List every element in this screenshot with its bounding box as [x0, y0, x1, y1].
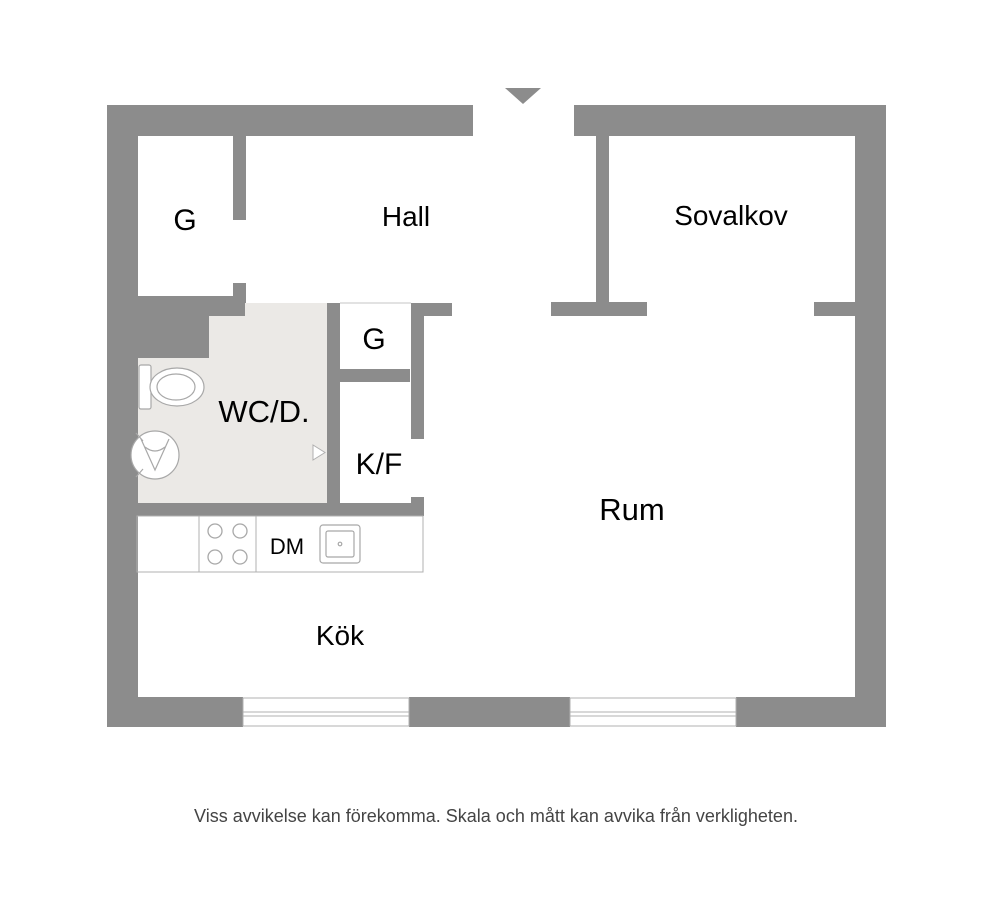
door-marker-icon [312, 444, 326, 461]
room-label-rum: Rum [599, 492, 664, 527]
kitchen-counter [136, 515, 424, 573]
entrance-arrow-icon [505, 88, 541, 104]
disclaimer-text: Viss avvikelse kan förekomma. Skala och … [194, 806, 798, 826]
interior-walls [137, 136, 855, 516]
room-label-g-small: G [362, 323, 385, 356]
toilet-icon [138, 364, 205, 410]
window-right [569, 697, 737, 727]
room-label-dm: DM [270, 534, 304, 559]
stove-icon [207, 523, 248, 565]
sink-icon [319, 524, 361, 564]
room-label-kf: K/F [356, 448, 403, 481]
room-label-sovalkov: Sovalkov [674, 200, 788, 231]
exterior-walls [107, 105, 886, 727]
room-label-hall: Hall [382, 201, 430, 232]
room-label-g-left: G [173, 204, 196, 237]
window-left [242, 697, 410, 727]
shower-basin-icon [130, 430, 180, 480]
room-label-kok: Kök [316, 620, 365, 651]
room-label-wc: WC/D. [218, 394, 309, 429]
